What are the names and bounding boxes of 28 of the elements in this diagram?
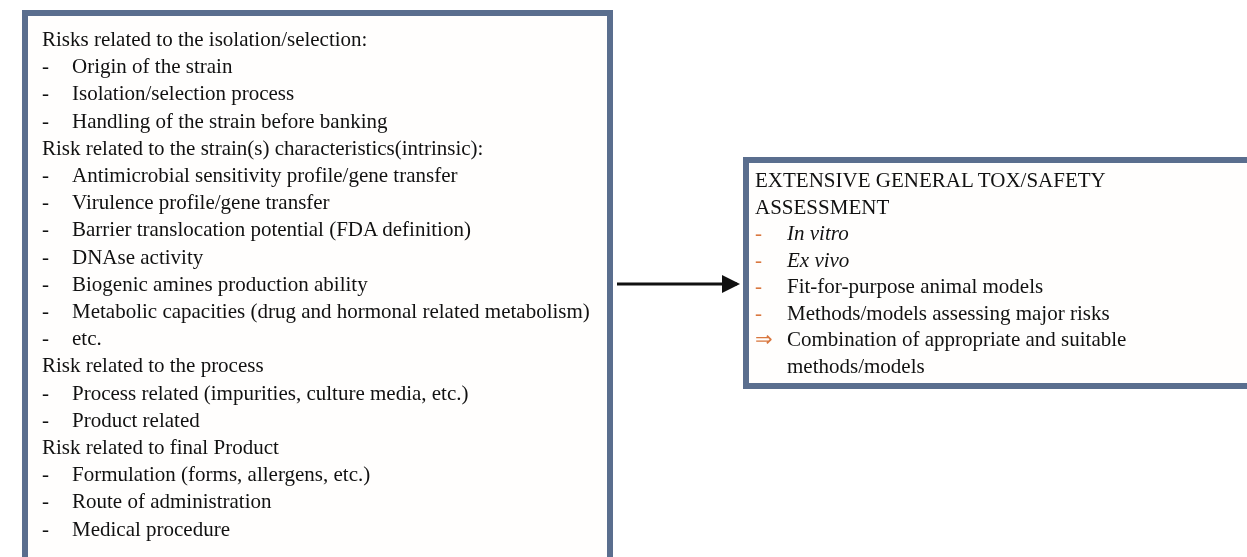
list-item: - Route of administration bbox=[42, 488, 273, 516]
heading-text: EXTENSIVE GENERAL TOX/SAFETY ASSESSMENT bbox=[755, 167, 1106, 220]
list-item: - Virulence profile/gene transfer bbox=[42, 189, 331, 217]
heading-text: Risk related to final Product bbox=[42, 434, 280, 462]
text-box bbox=[22, 10, 613, 557]
list-item: - Barrier translocation potential (FDA definition) bbox=[42, 216, 472, 244]
heading-text: Risk related to the strain(s) characteristics(intrinsic): bbox=[42, 134, 485, 162]
list-item: - Process related (impurities, culture media, etc.) bbox=[42, 379, 470, 407]
list-item: - etc. bbox=[42, 325, 103, 353]
text-box bbox=[743, 157, 1247, 389]
list-item: - Methods/models assessing major risks bbox=[755, 299, 1111, 326]
list-item: ⇒ Combination of appropriate and suitable methods/models bbox=[755, 326, 1128, 379]
list-item: - Isolation/selection process bbox=[42, 80, 296, 108]
list-item: - Biogenic amines production ability bbox=[42, 270, 369, 298]
list-item: - Handling of the strain before banking bbox=[42, 107, 389, 135]
list-item: - Medical procedure bbox=[42, 515, 231, 543]
list-item: - Origin of the strain bbox=[42, 53, 234, 81]
list-item: - Formulation (forms, allergens, etc.) bbox=[42, 461, 372, 489]
heading-text: Risk related to the process bbox=[42, 352, 265, 380]
list-item: - Ex vivo bbox=[755, 246, 851, 273]
list-item: - DNAse activity bbox=[42, 243, 205, 271]
list-item: - Metabolic capacities (drug and hormonal related metabolism) bbox=[42, 298, 591, 326]
arrow bbox=[617, 275, 740, 293]
list-item: - Antimicrobial sensitivity profile/gene transfer bbox=[42, 162, 459, 189]
list-item: - In vitro bbox=[755, 220, 850, 247]
heading-text: Risks related to the isolation/selection: bbox=[42, 26, 369, 53]
list-item: - Fit-for-purpose animal models bbox=[755, 273, 1045, 300]
list-item: - Product related bbox=[42, 406, 201, 434]
